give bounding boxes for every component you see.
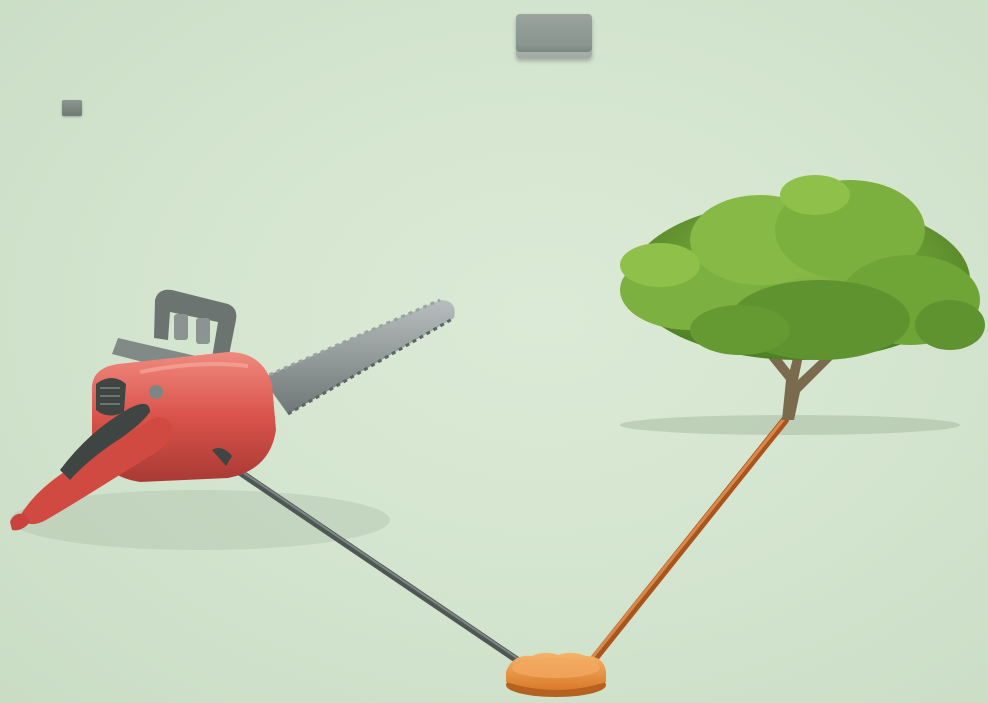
chainsaw-vents [96, 378, 126, 416]
power-outlet[interactable] [506, 653, 606, 697]
tree[interactable] [620, 175, 985, 420]
extension-cord[interactable] [588, 420, 785, 664]
chainsaw-knob [149, 385, 163, 399]
tree-foliage [620, 175, 985, 360]
chainsaw-bar [262, 300, 455, 414]
power-cord[interactable] [222, 458, 520, 662]
